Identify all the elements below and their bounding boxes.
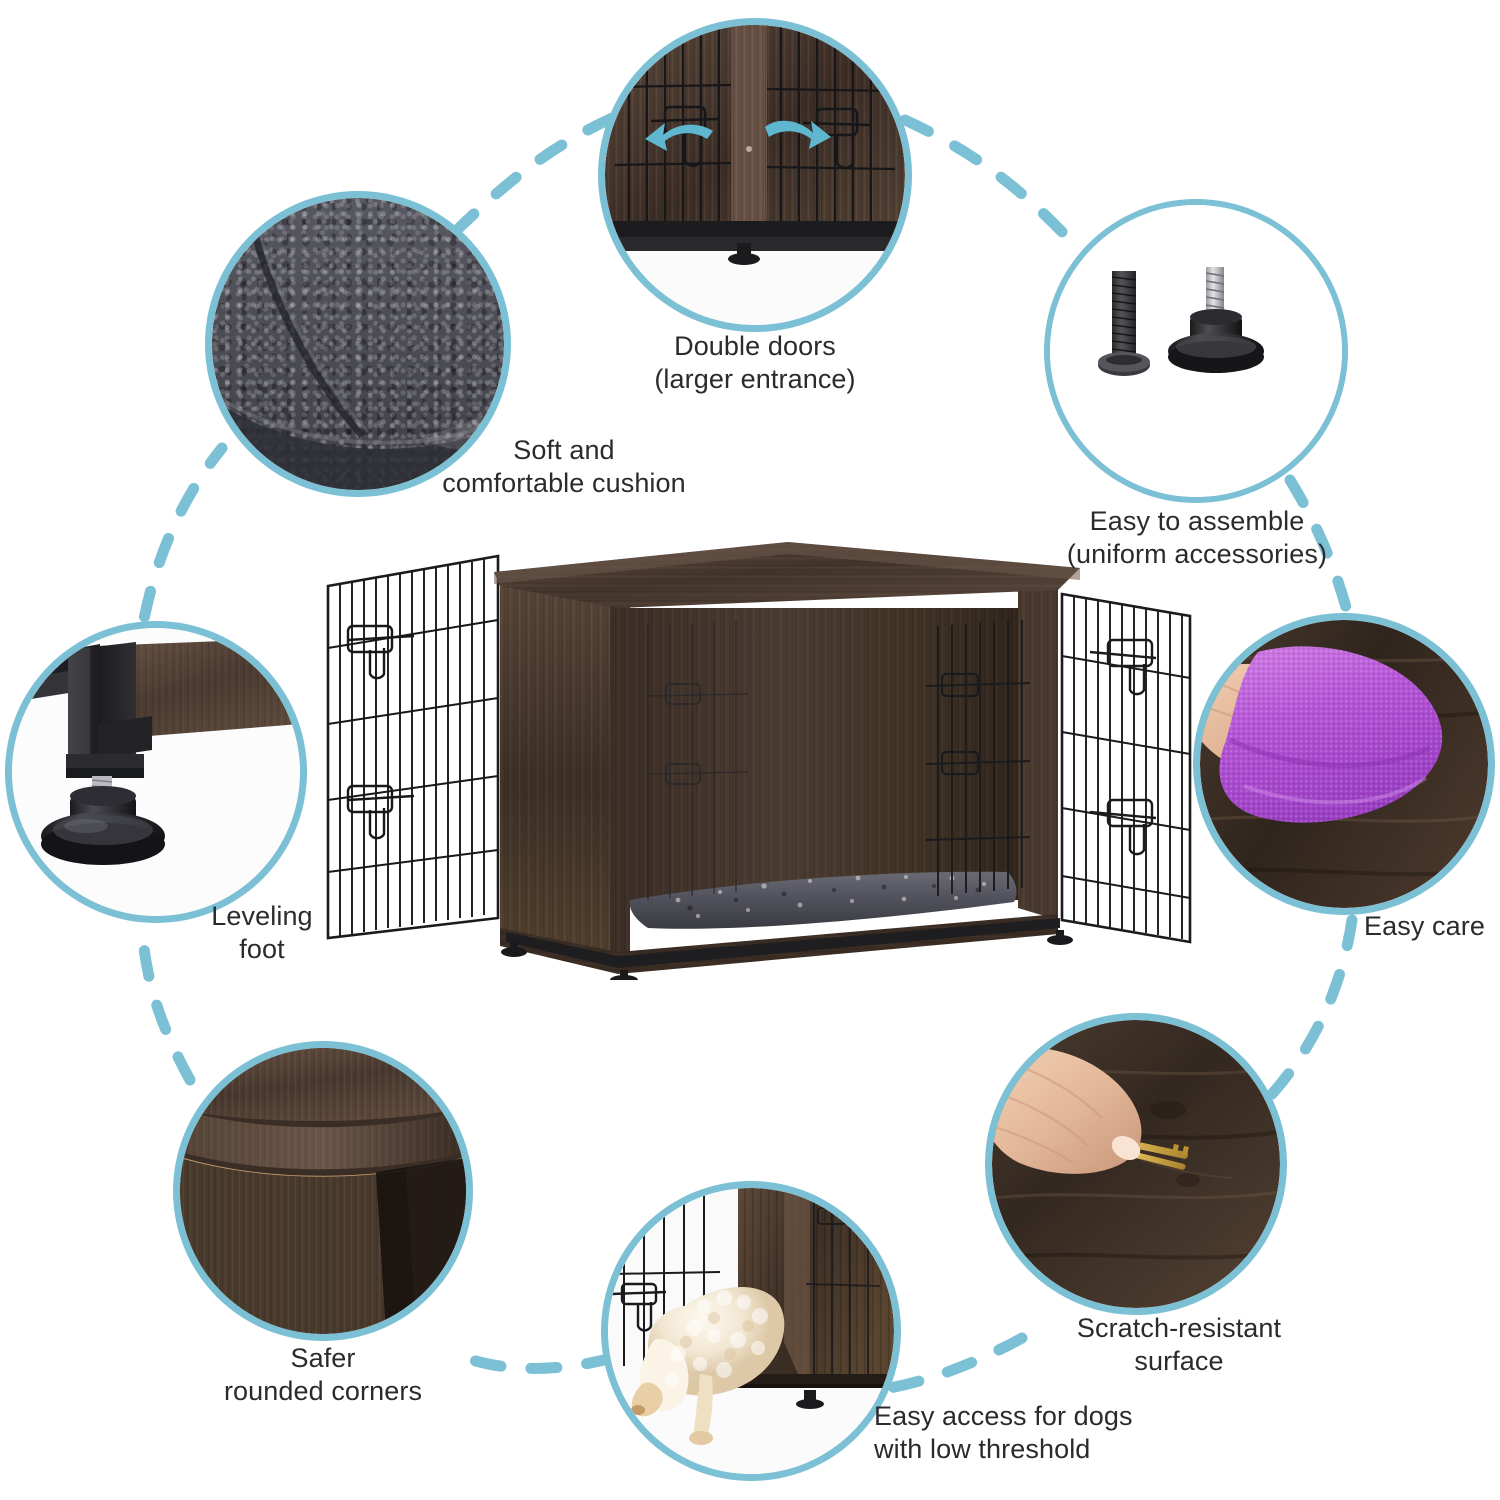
cabinet-left-side (500, 572, 618, 958)
cabinet-front-left-post (610, 590, 630, 958)
callout-easy-care-label: Easy care (1364, 911, 1485, 941)
easy-access-photo (608, 1188, 894, 1474)
callout-soft-cushion[interactable]: Soft and comfortable cushion (212, 198, 686, 498)
callout-easy-assemble-label: Easy to assemble (uniform accessories) (1066, 506, 1328, 569)
easy-care-bubble (1200, 620, 1488, 908)
left-door-latch-top (346, 624, 415, 680)
callout-rounded-corners[interactable]: Safer rounded corners (180, 1048, 480, 1406)
microfiber-cloth (1219, 646, 1443, 823)
callout-easy-access-label: Easy access for dogs with low threshold (874, 1401, 1133, 1464)
callout-leveling-foot-label: Leveling foot (211, 901, 313, 964)
easy-care-photo (1200, 620, 1488, 908)
cabinet-top-board (494, 542, 1080, 608)
rounded-corners-bubble (180, 1048, 466, 1334)
dog (631, 1287, 785, 1445)
callout-double-doors[interactable]: Double doors (larger entrance) (605, 25, 915, 394)
connector-doors-assemble (899, 114, 1074, 244)
base-metal-rail (506, 918, 1060, 968)
door-swing-arrow (645, 123, 713, 151)
right-fixed-wire-panel (925, 620, 1031, 896)
callout-easy-assemble[interactable]: Easy to assemble (uniform accessories) (1050, 205, 1350, 569)
soft-cushion-bubble (212, 198, 504, 490)
leveling-foot-bubble (12, 628, 300, 916)
callout-easy-care[interactable]: Easy care (1200, 620, 1500, 941)
leveling-foot-photo (12, 628, 300, 916)
cabinet-right-frame (1018, 584, 1058, 920)
leveling-foot-accessory (1168, 267, 1264, 373)
double-doors-photo (605, 25, 905, 325)
cabinet-back-panel (618, 608, 1018, 906)
easy-assemble-photo (1050, 205, 1342, 497)
inner-wire-panel (647, 621, 749, 900)
callout-scratch-resistant[interactable]: Scratch-resistant surface (992, 1020, 1292, 1376)
callout-leveling-foot[interactable]: Leveling foot (12, 628, 313, 964)
callout-scratch-resistant-label: Scratch-resistant surface (1076, 1313, 1282, 1376)
product-svg (326, 542, 1192, 985)
fleece-bed-cushion (629, 871, 1017, 929)
machine-screw (1098, 271, 1150, 376)
product-image-dog-crate-end-table (318, 528, 1198, 985)
right-door-latch-bottom (1089, 798, 1157, 856)
easy-assemble-bubble (1050, 205, 1342, 497)
scratch-resistant-photo (992, 1020, 1280, 1308)
double-doors-bubble (605, 25, 905, 325)
scratch-resistant-bubble (992, 1020, 1280, 1308)
right-door (1060, 592, 1192, 944)
easy-access-bubble (608, 1188, 894, 1474)
callout-soft-cushion-label: Soft and comfortable cushion (442, 435, 686, 498)
callout-rounded-corners-label: Safer rounded corners (223, 1343, 423, 1406)
left-door (326, 554, 500, 940)
right-door-latch-top (1089, 638, 1157, 696)
rounded-corners-photo (180, 1048, 466, 1334)
callout-easy-access[interactable]: Easy access for dogs with low threshold (608, 1188, 1133, 1488)
callout-double-doors-label: Double doors (larger entrance) (654, 331, 856, 394)
left-door-latch-bottom (346, 784, 415, 840)
soft-cushion-photo (212, 198, 504, 490)
